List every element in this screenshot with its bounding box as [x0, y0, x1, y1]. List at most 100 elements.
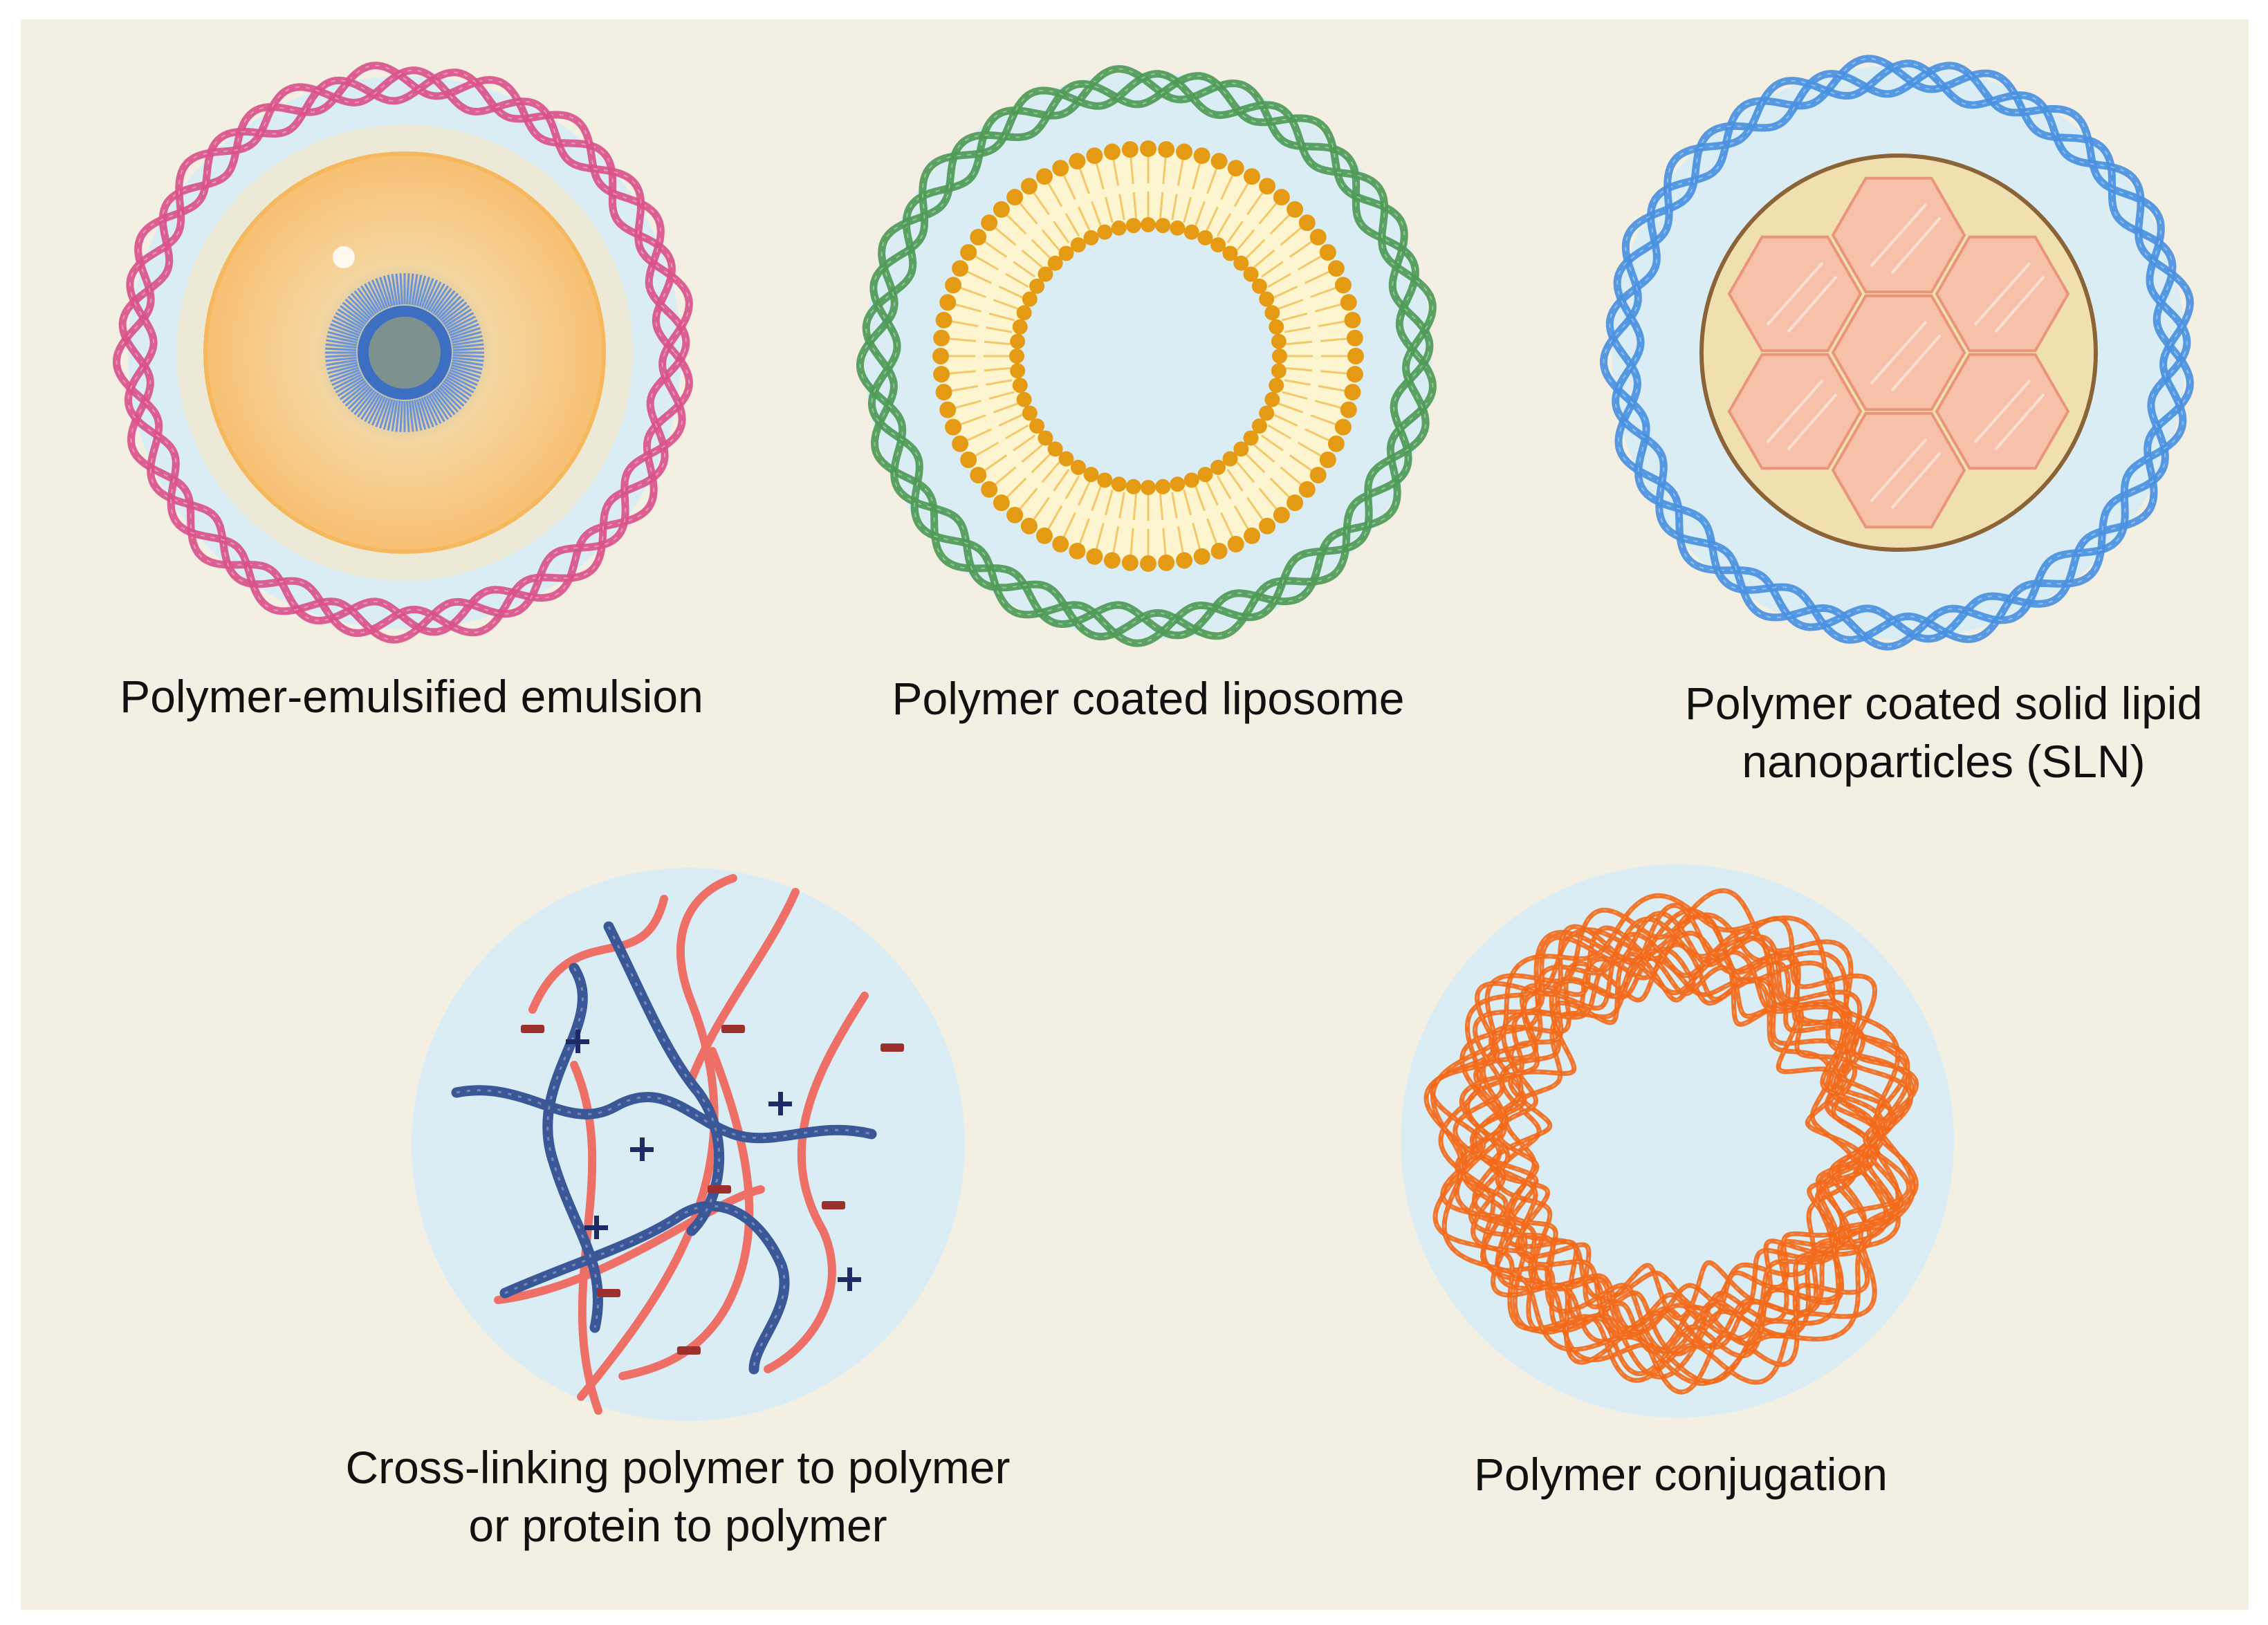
lipid-head — [1052, 160, 1069, 177]
positive-charge-icon — [584, 1216, 608, 1239]
lipid-head — [1197, 467, 1213, 483]
lipid-head — [1197, 230, 1213, 245]
label-line: or protein to polymer — [468, 1500, 887, 1551]
lipid-head — [1020, 517, 1038, 535]
lipid-head — [1334, 418, 1352, 436]
lipid-head — [1158, 141, 1175, 158]
negative-charge-icon — [677, 1346, 701, 1355]
lipid-head — [1243, 430, 1259, 446]
lipid-head — [932, 348, 949, 364]
lipid-head — [970, 228, 987, 245]
polymer-strand — [1605, 55, 2194, 643]
lipid-head — [1210, 542, 1228, 559]
polymer-strand — [1472, 949, 1879, 1341]
lipid-head — [1327, 260, 1345, 277]
lipid-head — [1298, 481, 1316, 498]
lipid-head — [1340, 294, 1357, 311]
negative-charge-icon — [708, 1185, 731, 1194]
polymer-strand — [1438, 912, 1911, 1384]
lipid-head — [1036, 168, 1053, 185]
twisted-polymer-strand-icon — [1599, 55, 2194, 651]
cross-linking-polymer-illustration — [412, 868, 965, 1421]
lipid-head — [1009, 349, 1024, 364]
lipid-head — [1111, 476, 1127, 492]
lipid-head — [1010, 333, 1026, 349]
lipid-head — [1052, 535, 1069, 552]
lipid-head — [1222, 245, 1238, 261]
lipid-head — [952, 435, 969, 452]
negative-charge-icon — [597, 1289, 620, 1297]
lipid-head — [1097, 224, 1113, 240]
lipid-head — [1210, 153, 1228, 170]
lipid-head — [1227, 160, 1244, 177]
lipid-head — [1170, 220, 1186, 236]
polymer-emulsified-emulsion-illustration — [112, 62, 694, 644]
lipid-head — [1140, 140, 1156, 157]
polymer-strand — [862, 65, 1437, 640]
lipid-head — [993, 201, 1010, 218]
polymer-strand — [124, 66, 693, 644]
label-line: nanoparticles (SLN) — [1742, 736, 2146, 787]
positive-charge-icon — [566, 1030, 589, 1053]
polymer-strand — [856, 72, 1434, 641]
label-polymer-conjugation: Polymer conjugation — [1370, 1445, 1992, 1503]
lipid-head — [1222, 451, 1238, 467]
lipid-head — [1251, 418, 1267, 434]
lipid-head — [1264, 305, 1280, 321]
lipid-head — [1016, 391, 1032, 407]
lipid-head — [935, 384, 952, 401]
lipid-head — [1327, 435, 1345, 452]
lipid-head — [1347, 348, 1364, 364]
polymer-strand — [1459, 928, 1886, 1354]
lipid-head — [1047, 255, 1063, 271]
polymer-strand — [1429, 902, 1919, 1395]
label-line: Polymer coated solid lipid — [1684, 678, 2203, 729]
polymer-strand — [1430, 893, 1916, 1386]
lipid-head — [1103, 552, 1121, 569]
polyanion-chain-icon — [494, 1185, 765, 1304]
lipid-head — [1070, 459, 1086, 475]
lipid-head — [1006, 506, 1024, 523]
lipid-head — [1243, 266, 1259, 282]
lipid-head — [1183, 472, 1199, 488]
lipid-head — [960, 244, 977, 261]
lipid-head — [1121, 554, 1138, 571]
lipid-head — [1233, 255, 1249, 271]
lipid-head — [1036, 527, 1053, 544]
lipid-head — [1344, 384, 1361, 401]
lipid-head — [1141, 217, 1156, 232]
lipid-head — [1334, 277, 1352, 294]
polycation-chain-icon — [451, 1085, 877, 1144]
label-polymer-emulsified-emulsion: Polymer-emulsified emulsion — [42, 667, 782, 725]
lipid-head — [1069, 542, 1086, 559]
label-polymer-coated-liposome: Polymer coated liposome — [795, 669, 1501, 727]
lipid-head — [1259, 291, 1275, 307]
lipid-head — [1022, 291, 1038, 307]
lipid-head — [1022, 405, 1038, 421]
polymer-strand — [112, 68, 690, 638]
lipid-head — [1269, 378, 1284, 393]
hexagon-crystal-group — [1727, 176, 2070, 529]
lipid-head — [1346, 329, 1363, 346]
lipid-head — [1210, 459, 1226, 475]
lipid-head — [1111, 220, 1127, 236]
polymer-strand — [118, 62, 694, 636]
lipid-head — [952, 260, 969, 277]
lipid-head — [1121, 141, 1138, 158]
negative-charge-icon — [822, 1201, 845, 1209]
lipid-head — [1086, 548, 1103, 565]
lipid-head — [1083, 230, 1099, 245]
ring-center — [1579, 1048, 1787, 1227]
lipid-head — [1287, 494, 1304, 512]
lipid-head — [1158, 554, 1175, 571]
lipid-head — [1259, 517, 1276, 535]
lipid-head — [1264, 391, 1280, 407]
halo-circle — [412, 868, 965, 1421]
lipid-head — [935, 311, 952, 328]
tangled-polymer-ring-icon — [1423, 888, 1919, 1395]
lipid-head — [1273, 189, 1290, 206]
lipid-head — [1227, 535, 1244, 552]
lipid-head — [1244, 168, 1260, 185]
lipid-head — [981, 214, 998, 232]
